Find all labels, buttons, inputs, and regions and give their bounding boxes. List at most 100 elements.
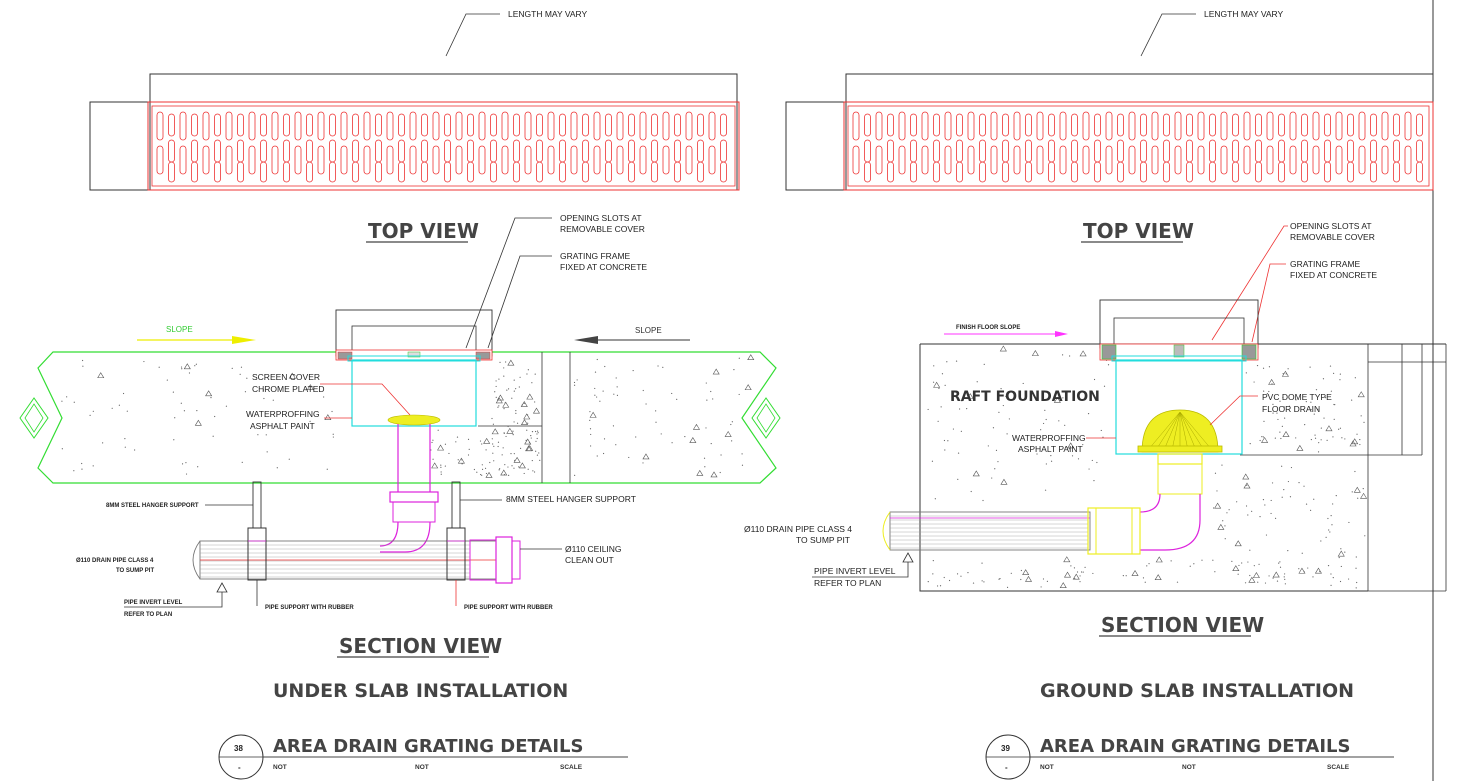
grating-slot	[1301, 161, 1308, 183]
aggregate-dot	[1272, 403, 1274, 405]
grating-slot	[421, 139, 428, 163]
aggregate-dot	[506, 389, 508, 391]
grating-slot	[1197, 111, 1205, 141]
aggregate-dot	[676, 398, 678, 401]
grating-slot	[1025, 113, 1032, 137]
aggregate-dot	[615, 377, 617, 379]
aggregate-stone	[1063, 556, 1071, 563]
left-length-note: LENGTH MAY VARY	[445, 9, 588, 57]
aggregate-dot	[1107, 364, 1110, 366]
aggregate-stone	[1217, 523, 1225, 530]
grating-slot	[979, 161, 986, 183]
aggregate-dot	[1340, 565, 1342, 568]
aggregate-dot	[473, 468, 475, 471]
aggregate-stone	[520, 400, 528, 407]
grating-slot	[1255, 139, 1262, 163]
grating-slot	[237, 139, 244, 163]
aggregate-dot	[1064, 424, 1066, 426]
aggregate-dot	[1091, 459, 1093, 462]
aggregate-dot	[1213, 507, 1215, 509]
grating-slot	[352, 139, 359, 163]
aggregate-dot	[89, 414, 91, 416]
aggregate-dot	[514, 459, 516, 462]
grating-slot	[1220, 145, 1228, 175]
aggregate-dot	[1025, 392, 1027, 395]
aggregate-dot	[1212, 559, 1214, 561]
aggregate-stone	[506, 427, 514, 434]
aggregate-stone	[1131, 569, 1139, 576]
grating-slot	[306, 161, 313, 183]
aggregate-stone	[1357, 391, 1365, 398]
svg-text:SLOPE: SLOPE	[166, 325, 193, 334]
aggregate-dot	[1325, 536, 1327, 538]
left-callout-screen-cover: SCREEN COVER CHROME PLATED	[252, 372, 411, 416]
aggregate-dot	[497, 445, 499, 448]
aggregate-dot	[943, 439, 946, 442]
left-drain-body	[335, 309, 493, 427]
aggregate-dot	[484, 467, 487, 469]
aggregate-dot	[531, 459, 533, 462]
aggregate-stone	[1067, 442, 1075, 449]
aggregate-dot	[1319, 570, 1321, 573]
grating-slot	[1255, 113, 1262, 137]
aggregate-dot	[181, 463, 184, 465]
aggregate-dot	[172, 391, 174, 393]
aggregate-stone	[1024, 575, 1033, 582]
aggregate-stone	[747, 354, 755, 361]
aggregate-dot	[1331, 524, 1333, 526]
grating-slot	[1151, 145, 1159, 175]
grating-slot	[605, 161, 612, 183]
grating-slot	[1128, 145, 1136, 175]
grating-slot	[1393, 113, 1400, 137]
left-callout-support-2: PIPE SUPPORT WITH RUBBER	[455, 580, 553, 611]
aggregate-dot	[671, 392, 673, 395]
grating-slot	[179, 111, 187, 141]
grating-slot	[1140, 161, 1147, 183]
aggregate-dot	[537, 432, 539, 434]
svg-text:TO SUMP PIT: TO SUMP PIT	[116, 568, 154, 574]
aggregate-dot	[239, 373, 241, 375]
grating-slot	[662, 111, 670, 141]
aggregate-stone	[1360, 492, 1368, 499]
aggregate-dot	[628, 456, 630, 459]
aggregate-stone	[1154, 574, 1162, 581]
aggregate-dot	[1062, 397, 1064, 399]
grating-slot	[1071, 113, 1078, 137]
left-slab-aggregate	[61, 354, 755, 478]
svg-text:8MM STEEL HANGER SUPPORT: 8MM STEEL HANGER SUPPORT	[506, 494, 636, 504]
left-drain-pipe-horizontal	[192, 536, 521, 584]
aggregate-dot	[1262, 499, 1265, 501]
aggregate-dot	[512, 430, 514, 432]
aggregate-dot	[1340, 548, 1342, 550]
aggregate-dot	[81, 359, 84, 362]
aggregate-dot	[970, 490, 972, 493]
aggregate-dot	[1315, 389, 1318, 391]
aggregate-dot	[1005, 395, 1007, 398]
grating-slot	[582, 161, 589, 183]
grating-slot	[1232, 161, 1239, 183]
grating-slot	[1266, 145, 1274, 175]
grating-slot	[547, 111, 555, 141]
aggregate-dot	[515, 410, 517, 412]
aggregate-dot	[513, 390, 515, 392]
aggregate-dot	[1287, 550, 1289, 552]
aggregate-dot	[61, 448, 63, 450]
grating-slot	[979, 113, 986, 137]
grating-slot	[697, 161, 704, 183]
aggregate-dot	[1087, 413, 1090, 415]
aggregate-dot	[1046, 580, 1048, 582]
aggregate-stone	[1337, 550, 1345, 557]
right-raft-label: RAFT FOUNDATION	[950, 389, 1100, 405]
aggregate-dot	[188, 372, 191, 374]
grating-slot	[179, 145, 187, 175]
aggregate-dot	[534, 401, 536, 403]
aggregate-dot	[1310, 409, 1312, 411]
aggregate-dot	[1314, 434, 1316, 436]
aggregate-dot	[720, 454, 722, 456]
aggregate-dot	[1287, 368, 1289, 370]
aggregate-dot	[457, 459, 459, 461]
aggregate-dot	[516, 422, 519, 424]
grating-slot	[202, 145, 210, 175]
aggregate-dot	[498, 405, 500, 407]
